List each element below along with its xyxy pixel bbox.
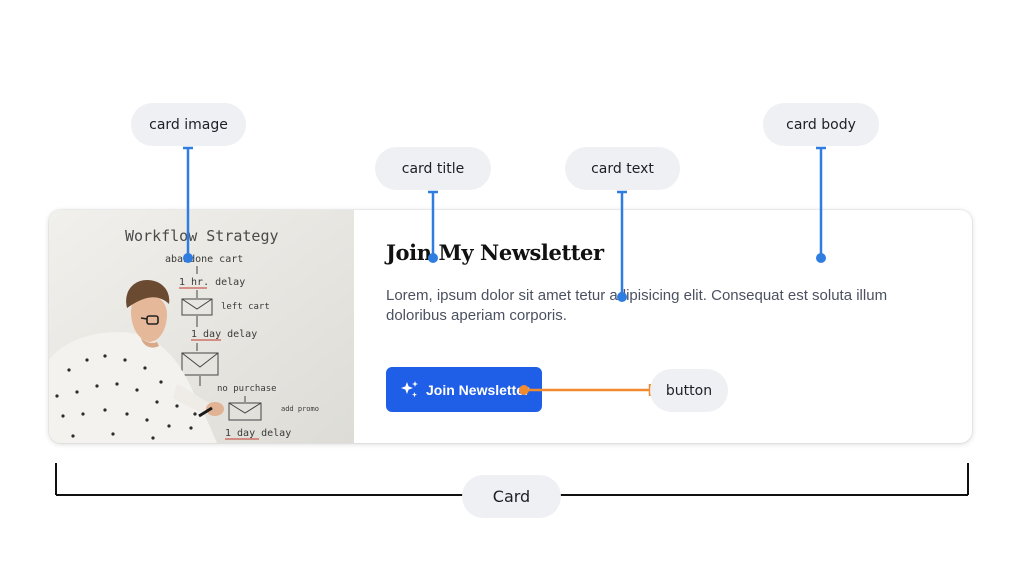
label-card-title: card title [375, 147, 491, 190]
join-newsletter-button-label: Join Newsletter [426, 381, 530, 398]
wb-line-4: 1 day delay [191, 329, 257, 340]
card-title: Join My Newsletter [386, 240, 604, 265]
wb-line-6: 1 day delay [225, 428, 291, 439]
wb-line-3: left cart [221, 302, 270, 312]
wb-heading: Workflow Strategy [125, 227, 279, 245]
presenter-figure [49, 280, 224, 443]
join-newsletter-button[interactable]: Join Newsletter [386, 367, 542, 412]
label-button: button [650, 369, 728, 412]
label-card: Card [462, 475, 561, 518]
sparkles-icon [400, 380, 420, 400]
wb-line-1: abandone cart [165, 254, 243, 265]
card-body: Join My Newsletter Lorem, ipsum dolor si… [354, 210, 972, 443]
whiteboard-photo: Workflow Strategy abandone cart 1 hr. de… [49, 210, 354, 443]
wb-line-7: add promo [281, 405, 319, 413]
card: Workflow Strategy abandone cart 1 hr. de… [49, 210, 972, 443]
wb-line-5: no purchase [217, 384, 277, 394]
label-card-text: card text [565, 147, 680, 190]
label-card-body: card body [763, 103, 879, 146]
label-card-image: card image [131, 103, 246, 146]
card-image: Workflow Strategy abandone cart 1 hr. de… [49, 210, 354, 443]
wb-line-2: 1 hr. delay [179, 277, 245, 288]
card-text: Lorem, ipsum dolor sit amet tetur adipis… [386, 287, 888, 324]
